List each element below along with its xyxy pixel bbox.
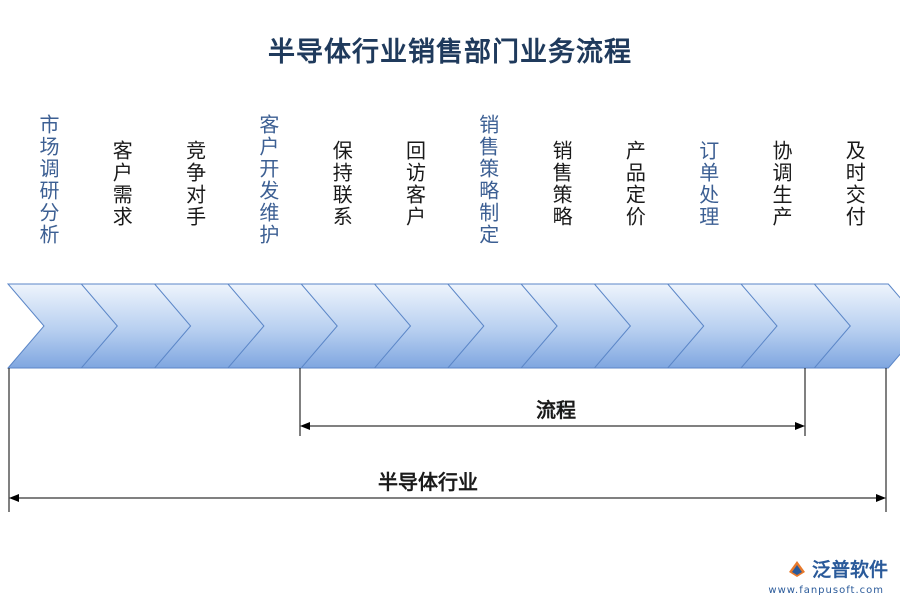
step-label-2: 客户需求 — [109, 140, 134, 228]
logo-url: www.fanpusoft.com — [768, 585, 884, 596]
process-span-label: 流程 — [536, 398, 576, 422]
brand-logo: 泛普软件 — [786, 555, 888, 582]
step-label-12: 及时交付 — [842, 140, 867, 228]
step-label-8: 销售策略 — [549, 140, 574, 228]
chevron-step-12 — [813, 283, 900, 369]
industry-arrowhead-left — [9, 494, 19, 502]
diagram-title: 半导体行业销售部门业务流程 — [268, 37, 632, 68]
step-label-7: 销售策略制定 — [475, 114, 500, 246]
step-label-9: 产品定价 — [622, 140, 647, 228]
process-arrowhead-left — [300, 422, 310, 430]
step-label-1: 市场调研分析 — [36, 114, 60, 246]
step-label-11: 协调生产 — [769, 140, 793, 228]
logo-text: 泛普软件 — [811, 559, 888, 581]
logo-mark-icon — [788, 560, 805, 577]
watermark: 泛普 — [542, 402, 567, 416]
step-label-6: 回访客户 — [402, 140, 427, 228]
industry-arrowhead-right — [876, 494, 886, 502]
process-arrowhead-right — [795, 422, 805, 430]
step-label-5: 保持联系 — [329, 140, 354, 228]
industry-span-label: 半导体行业 — [378, 470, 478, 494]
step-label-4: 客户开发维护 — [255, 114, 280, 246]
step-label-3: 竞争对手 — [182, 140, 207, 228]
step-label-10: 订单处理 — [695, 140, 720, 228]
